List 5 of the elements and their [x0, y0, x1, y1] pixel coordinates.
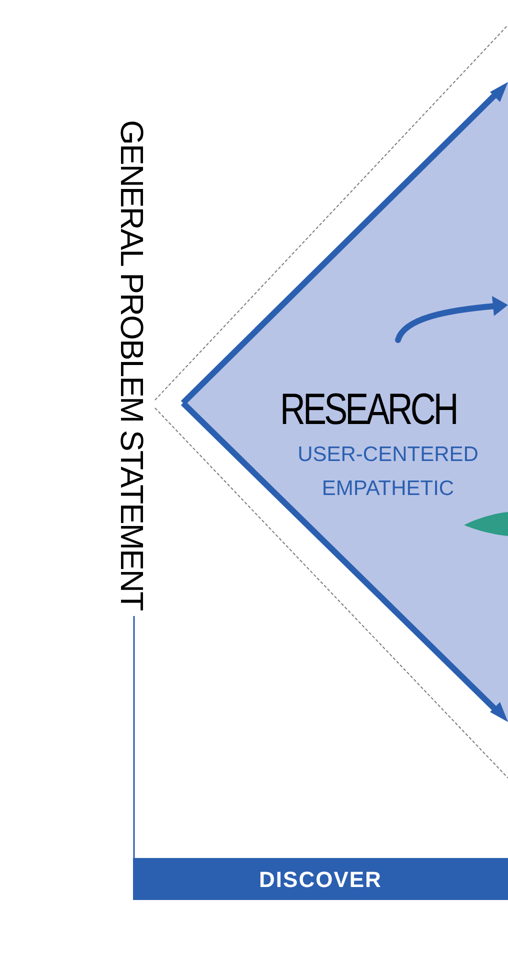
phase-bar: DISCOVER — [133, 858, 508, 900]
heading: RESEARCH — [280, 388, 456, 432]
connector-line — [133, 616, 135, 858]
subtitle: USER-CENTERED EMPATHETIC — [296, 442, 480, 502]
vertical-heading: GENERAL PROBLEM STATEMENT — [116, 120, 148, 610]
